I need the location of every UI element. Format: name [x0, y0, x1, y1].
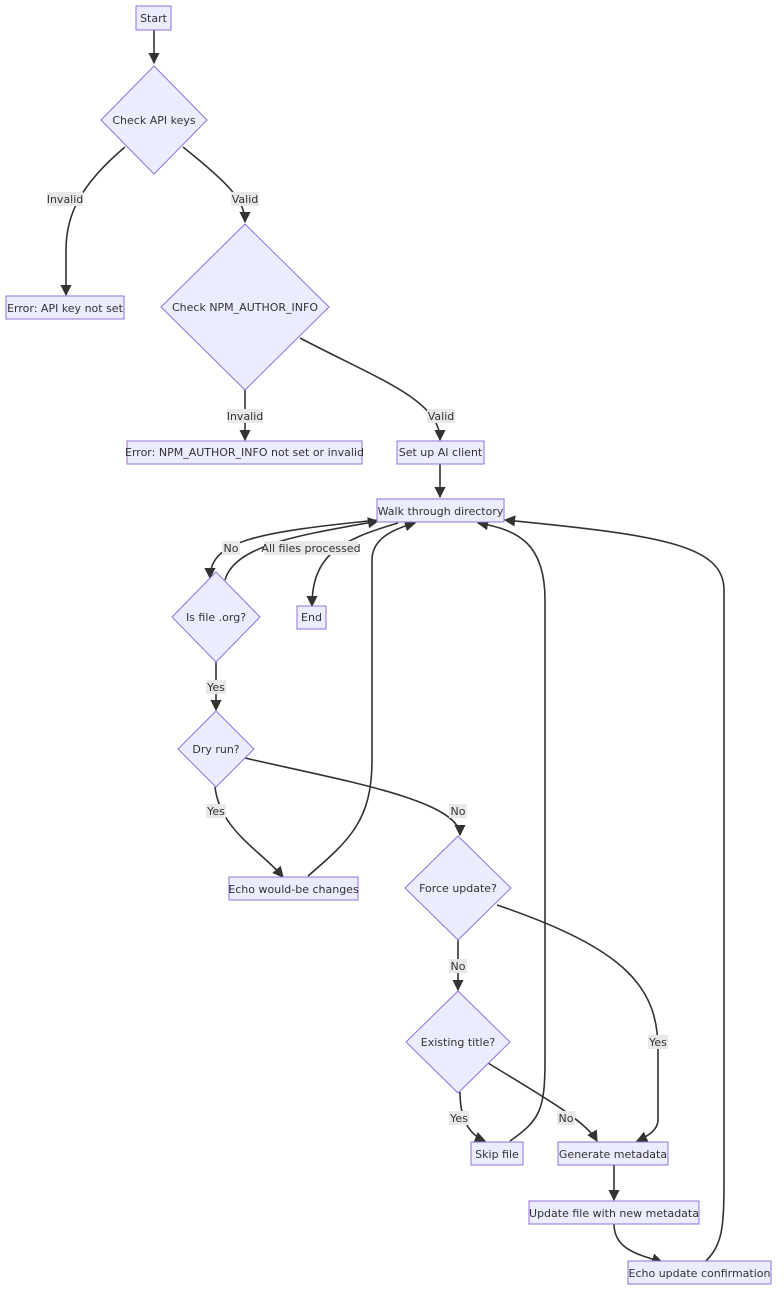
node-end[interactable]: End: [296, 605, 327, 630]
svg-text:Valid: Valid: [232, 193, 259, 206]
svg-text:No: No: [451, 805, 466, 818]
svg-text:Force update?: Force update?: [419, 882, 497, 895]
svg-text:Echo would-be changes: Echo would-be changes: [228, 883, 359, 896]
svg-text:No: No: [224, 542, 239, 555]
svg-text:Skip file: Skip file: [475, 1148, 519, 1161]
node-error-npm-author-info[interactable]: Error: NPM_AUTHOR_INFO not set or invali…: [125, 440, 364, 465]
edge-label-api-valid: Valid: [231, 192, 259, 206]
svg-text:End: End: [301, 611, 322, 624]
svg-text:Start: Start: [140, 12, 168, 25]
edge-force-generate: [496, 904, 659, 1142]
edge-echowould-walk: [307, 520, 417, 877]
edge-label-api-invalid: Invalid: [47, 192, 84, 206]
svg-text:Error: NPM_AUTHOR_INFO not set: Error: NPM_AUTHOR_INFO not set or invali…: [125, 446, 364, 459]
node-start[interactable]: Start: [135, 5, 172, 31]
svg-text:Update file with new metadata: Update file with new metadata: [529, 1207, 699, 1220]
edge-checkapi-checknpm: [182, 146, 251, 224]
edge-label-existing-yes: Yes: [449, 1111, 469, 1125]
node-check-api-keys[interactable]: Check API keys: [100, 65, 208, 175]
edge-label-npm-invalid: Invalid: [227, 409, 264, 423]
node-echo-update-confirmation[interactable]: Echo update confirmation: [627, 1260, 772, 1285]
node-force-update[interactable]: Force update?: [404, 835, 512, 941]
edge-checkapi-errapi: [60, 146, 126, 297]
svg-text:Invalid: Invalid: [47, 193, 84, 206]
svg-text:All files processed: All files processed: [261, 542, 360, 555]
svg-text:Invalid: Invalid: [227, 410, 264, 423]
svg-text:Dry run?: Dry run?: [192, 743, 239, 756]
svg-text:Walk through directory: Walk through directory: [378, 505, 504, 518]
node-dry-run[interactable]: Dry run?: [177, 710, 255, 788]
edge-label-org-yes: Yes: [206, 680, 226, 694]
svg-text:Valid: Valid: [428, 410, 455, 423]
node-generate-metadata[interactable]: Generate metadata: [557, 1141, 669, 1166]
svg-text:No: No: [451, 960, 466, 973]
edge-walk-isorg: [204, 519, 379, 580]
edge-echoconfirm-walk: [503, 515, 725, 1263]
svg-text:No: No: [559, 1112, 574, 1125]
svg-text:Yes: Yes: [449, 1112, 468, 1125]
node-error-api-key[interactable]: Error: API key not set: [5, 295, 125, 320]
svg-text:Check NPM_AUTHOR_INFO: Check NPM_AUTHOR_INFO: [172, 301, 318, 314]
svg-text:Error: API key not set: Error: API key not set: [7, 302, 123, 315]
edge-dryrun-echowould: [214, 786, 284, 878]
node-check-npm-author-info[interactable]: Check NPM_AUTHOR_INFO: [160, 223, 330, 391]
node-update-file[interactable]: Update file with new metadata: [528, 1200, 700, 1225]
svg-text:Is file .org?: Is file .org?: [186, 611, 246, 624]
edge-label-walk-no: No: [222, 541, 240, 555]
svg-text:Set up AI client: Set up AI client: [399, 446, 483, 459]
nodes: Start Check API keys Error: API key not …: [5, 5, 772, 1285]
node-walk-through-directory[interactable]: Walk through directory: [376, 498, 505, 523]
node-echo-would-be-changes[interactable]: Echo would-be changes: [228, 876, 359, 901]
svg-text:Generate metadata: Generate metadata: [559, 1148, 667, 1161]
svg-text:Echo update confirmation: Echo update confirmation: [629, 1267, 771, 1280]
svg-text:Yes: Yes: [648, 1036, 667, 1049]
edge-label-force-no: No: [449, 959, 467, 973]
edge-label-force-yes: Yes: [648, 1035, 668, 1049]
edge-existing-generate: [487, 1062, 598, 1142]
node-is-file-org[interactable]: Is file .org?: [171, 571, 261, 663]
edge-update-echoconfirm: [613, 1223, 664, 1265]
edge-skip-walk: [476, 519, 546, 1142]
edge-label-dry-no: No: [449, 804, 467, 818]
edge-checknpm-setupai: [299, 337, 446, 442]
edges: [60, 30, 725, 1265]
svg-text:Check API keys: Check API keys: [112, 114, 195, 127]
svg-text:Yes: Yes: [206, 681, 225, 694]
edge-labels: Invalid Valid Invalid Valid No All files…: [47, 192, 668, 1125]
node-set-up-ai-client[interactable]: Set up AI client: [396, 440, 485, 465]
edge-label-walk-all: All files processed: [261, 541, 361, 555]
edge-label-dry-yes: Yes: [206, 804, 226, 818]
node-skip-file[interactable]: Skip file: [470, 1141, 524, 1166]
node-existing-title[interactable]: Existing title?: [405, 990, 511, 1094]
edge-label-existing-no: No: [557, 1111, 575, 1125]
edge-dryrun-force: [244, 757, 466, 837]
edge-label-npm-valid: Valid: [427, 409, 455, 423]
svg-text:Existing title?: Existing title?: [421, 1036, 496, 1049]
svg-text:Yes: Yes: [206, 805, 225, 818]
